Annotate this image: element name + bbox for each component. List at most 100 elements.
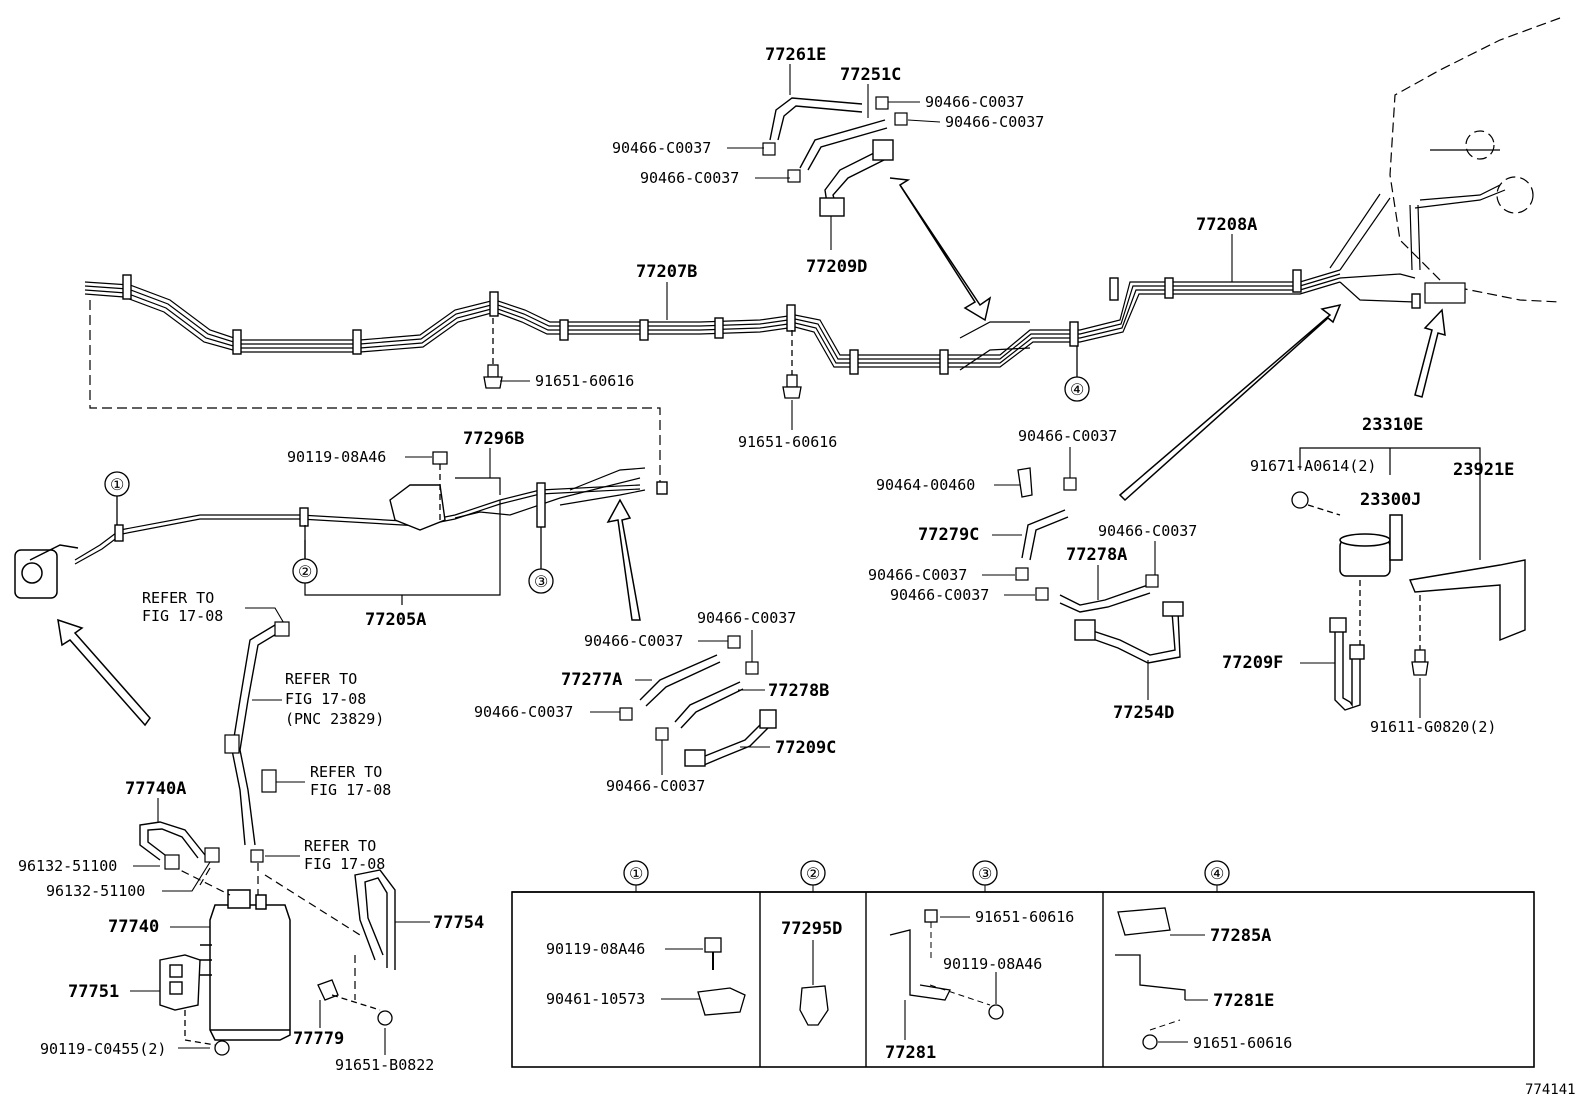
refer-note-1: REFER TO FIG 17-08 — [142, 589, 223, 625]
refer-3-line-2: FIG 17-08 — [310, 781, 391, 799]
label-23310e: 23310E — [1362, 415, 1423, 435]
refer-4-line-1: REFER TO — [304, 837, 376, 855]
detail-header-1: ① — [629, 864, 643, 883]
detail-header-3: ③ — [978, 864, 992, 883]
hose-77251c — [799, 119, 888, 171]
clips-center-bottom — [619, 635, 759, 741]
label-c0037-g: 90466-C0037 — [868, 566, 967, 584]
label-c0037-f: 90466-C0037 — [1098, 522, 1197, 540]
refer-1-line-1: REFER TO — [142, 589, 214, 607]
figure-number: 774141 — [1525, 1082, 1576, 1098]
cell2-label-a: 77295D — [781, 919, 842, 939]
detail-cell-1: 90119-08A46 90461-10573 — [546, 937, 746, 1016]
vehicle-outline — [1389, 17, 1561, 303]
label-c0037-l: 90466-C0037 — [606, 777, 705, 795]
label-77254d: 77254D — [1113, 703, 1174, 723]
label-c0037-d: 90466-C0037 — [640, 169, 739, 187]
label-90119-08a46: 90119-08A46 — [287, 448, 386, 466]
bracket-23921e — [1409, 559, 1526, 642]
callout-texts: ① ② ③ ④ — [110, 380, 1084, 591]
label-77740a: 77740A — [125, 779, 186, 799]
left-connector-block — [14, 544, 79, 599]
callout-4: ④ — [1070, 380, 1084, 399]
bracket-77296b — [389, 484, 446, 531]
label-77751: 77751 — [68, 982, 119, 1002]
clip-77779 — [317, 979, 393, 1026]
cell1-label-b: 90461-10573 — [546, 990, 645, 1008]
bolt-91651-60616-a — [483, 318, 503, 389]
leaders-left-bottom — [130, 798, 430, 1055]
label-c0037-j: 90466-C0037 — [584, 632, 683, 650]
cell3-label-b: 90119-08A46 — [943, 955, 1042, 973]
hose-77754 — [354, 869, 396, 970]
label-77277a: 77277A — [561, 670, 622, 690]
leaders-right-mid — [982, 447, 1156, 700]
clips-right-mid — [1015, 477, 1159, 601]
filter-bolts — [1291, 491, 1429, 676]
cell3-label-c: 77281 — [885, 1043, 936, 1063]
clips-left-bottom — [164, 847, 220, 870]
label-77740: 77740 — [108, 917, 159, 937]
refer-4-line-2: FIG 17-08 — [304, 855, 385, 873]
label-77754: 77754 — [433, 913, 484, 933]
tube-77209c — [684, 709, 777, 767]
label-77208a: 77208A — [1196, 215, 1257, 235]
bundle-clamps — [122, 269, 1421, 375]
label-77207b: 77207B — [636, 262, 697, 282]
leaders-far-right — [1300, 662, 1421, 718]
label-96132-51100-a: 96132-51100 — [18, 857, 117, 875]
label-77209d: 77209D — [806, 257, 867, 277]
label-77279c: 77279C — [918, 525, 979, 545]
cell4-label-c: 91651-60616 — [1193, 1034, 1292, 1052]
label-77251c: 77251C — [840, 65, 901, 85]
bolt-90119-08a46 — [432, 451, 448, 520]
leaders-mid-left — [405, 448, 491, 478]
refer-3-line-1: REFER TO — [310, 763, 382, 781]
label-77209f: 77209F — [1222, 653, 1283, 673]
tube-77209f — [1329, 617, 1365, 711]
label-96132-51100-b: 96132-51100 — [46, 882, 145, 900]
callout-circles — [104, 346, 1090, 594]
label-91651-60616-a: 91651-60616 — [535, 372, 634, 390]
label-77779: 77779 — [293, 1029, 344, 1049]
label-77205a: 77205A — [365, 610, 426, 630]
label-c0037-b: 90466-C0037 — [945, 113, 1044, 131]
link-dashed-line — [89, 300, 661, 485]
view-arrows — [57, 177, 1446, 727]
cell3-label-a: 91651-60616 — [975, 908, 1074, 926]
label-c0037-c: 90466-C0037 — [612, 139, 711, 157]
labels-right-mid: 90466-C0037 90464-00460 77279C 90466-C00… — [868, 427, 1197, 723]
main-fuel-tube-bundle — [84, 193, 1416, 371]
label-c0037-h: 90466-C0037 — [890, 586, 989, 604]
label-91651-b0822: 91651-B0822 — [335, 1056, 434, 1074]
hose-77261e — [769, 97, 863, 141]
callout-3: ③ — [534, 572, 548, 591]
labels-far-right: 23310E 91671-A0614(2) 23921E 23300J 7720… — [1222, 415, 1514, 736]
callout-1: ① — [110, 475, 124, 494]
tube-77254d — [1074, 601, 1184, 664]
label-c0037-i: 90466-C0037 — [697, 609, 796, 627]
bolt-91651-60616-b — [782, 330, 802, 399]
hose-77277a — [639, 654, 721, 707]
label-91671-a0614: 91671-A0614(2) — [1250, 457, 1376, 475]
label-91611-g0820: 91611-G0820(2) — [1370, 718, 1496, 736]
label-c0037-a: 90466-C0037 — [925, 93, 1024, 111]
label-77278a: 77278A — [1066, 545, 1127, 565]
refer-1-line-2: FIG 17-08 — [142, 607, 223, 625]
cell4-label-b: 77281E — [1213, 991, 1274, 1011]
canister-77740 — [200, 889, 291, 1041]
label-90119-c0455: 90119-C0455(2) — [40, 1040, 166, 1058]
detail-header-4: ④ — [1210, 864, 1224, 883]
labels-center-bottom: 90466-C0037 90466-C0037 77277A 77278B 90… — [474, 609, 836, 795]
detail-cell-4: 77285A 77281E 91651-60616 — [1115, 907, 1292, 1052]
cell4-label-a: 77285A — [1210, 926, 1271, 946]
label-91651-60616-b: 91651-60616 — [738, 433, 837, 451]
refer-note-2: REFER TO FIG 17-08 (PNC 23829) — [285, 670, 384, 728]
label-23300j: 23300J — [1360, 490, 1421, 510]
label-77209c: 77209C — [775, 738, 836, 758]
label-77296b: 77296B — [463, 429, 524, 449]
tube-77205a-clamps — [114, 481, 668, 542]
cell1-label-a: 90119-08A46 — [546, 940, 645, 958]
label-23921e: 23921E — [1453, 460, 1514, 480]
